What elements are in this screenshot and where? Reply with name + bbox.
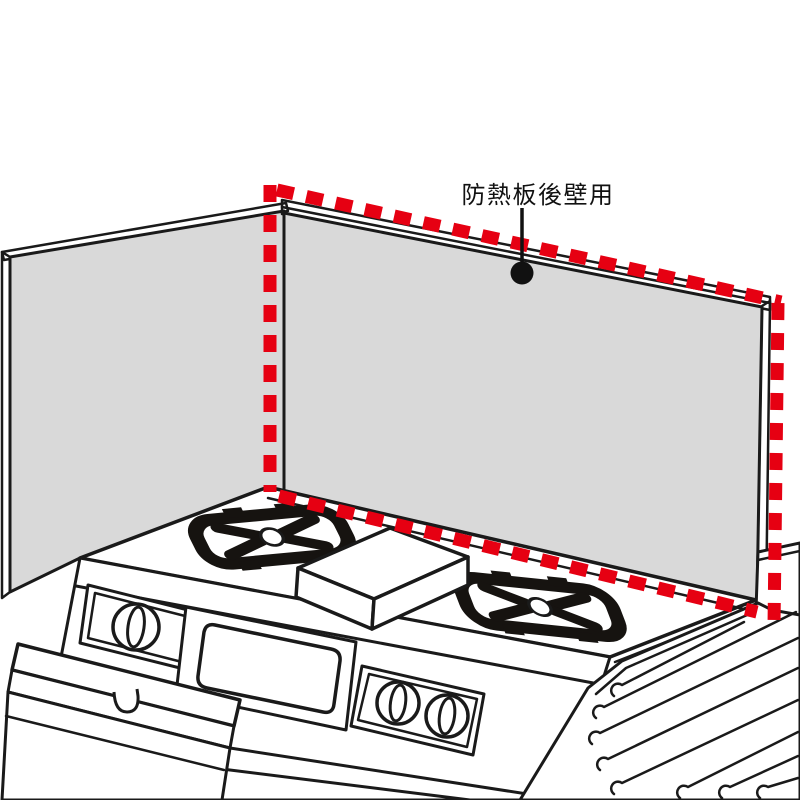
cabinet-front (0, 690, 232, 800)
grate-arm (546, 605, 603, 633)
cabinet-seam (4, 714, 226, 772)
grate-tab (546, 576, 570, 588)
grate-arm (275, 513, 320, 539)
grate-arm (477, 581, 534, 609)
knob-grip (388, 683, 408, 723)
drainboard-groove (609, 620, 746, 698)
stove-base-seam-upper (228, 746, 568, 800)
pointer-dot (510, 261, 534, 285)
grate-arm (277, 533, 334, 552)
control-knob-center (375, 680, 421, 726)
annotation-label: 防熱板後壁用 (462, 182, 615, 209)
drainboard-groove (591, 610, 798, 720)
left-panel-top-edge (0, 201, 290, 262)
drainboard-groove (609, 698, 800, 796)
grate-ring (188, 504, 356, 570)
knob-grip (437, 696, 457, 736)
left-counter-ledge (0, 642, 242, 800)
grate-tab (575, 631, 599, 643)
grate-tab (238, 559, 262, 571)
dashed-edge-right (767, 302, 785, 627)
drainboard-rim (594, 610, 756, 696)
burner-cap-left (258, 527, 286, 547)
red-dashed-outline (263, 183, 785, 627)
grate-arm (224, 535, 269, 561)
grate-arm (488, 602, 535, 622)
drainboard-surface (518, 601, 800, 800)
grate-tab (221, 507, 246, 519)
dashed-edge-top (275, 183, 783, 309)
control-knob-left (111, 602, 161, 652)
grate-arm (545, 592, 592, 612)
grate-arm (210, 522, 267, 541)
right-control-panel-inner (356, 672, 479, 749)
grill-window (196, 622, 342, 715)
left-heat-shield-panel (0, 201, 290, 600)
stove-base-seam-lower (212, 766, 472, 800)
drainboard-counter (518, 601, 800, 800)
drainboard-groove (587, 636, 800, 746)
drainboard-groove (595, 666, 800, 772)
grate-ring (453, 571, 627, 643)
annotation: 防熱板後壁用 (462, 182, 615, 285)
burner-cap-right (527, 596, 553, 618)
control-knob-right (424, 693, 470, 739)
center-grill-cover-box (294, 526, 470, 631)
drainboard-grooves (587, 610, 800, 800)
grate-tab (490, 570, 514, 582)
right-burner-grate (453, 570, 627, 643)
drainboard-groove (755, 776, 800, 800)
box-right-face (370, 555, 470, 631)
counter-tab (112, 688, 140, 714)
dashed-edge-bottom (277, 489, 759, 619)
knob-grip (126, 605, 146, 649)
grate-tab (501, 624, 525, 636)
drainboard-groove (717, 754, 800, 800)
drainboard-groove (675, 730, 800, 800)
